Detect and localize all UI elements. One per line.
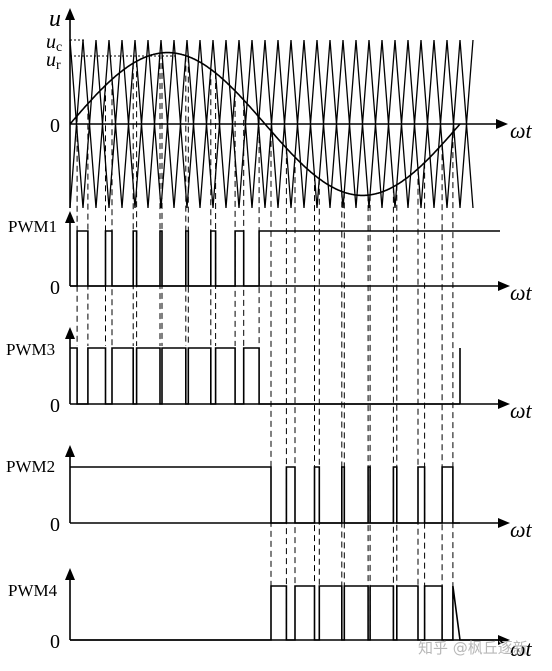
- pwm4-zero-label: 0: [50, 631, 60, 653]
- uc-label: uc: [46, 31, 62, 55]
- pwm2-waveform: [70, 466, 460, 524]
- ur-subscript: r: [56, 58, 61, 73]
- pwm2-x-arrow: [498, 518, 510, 528]
- top-omega-t-label: ωt: [510, 118, 533, 143]
- pwm4-waveform: [70, 585, 500, 641]
- pwm4-label: PWM4: [8, 581, 58, 600]
- pwm4-omega-t-label: ωt: [510, 636, 533, 661]
- pwm1-x-arrow: [498, 281, 510, 291]
- pwm3-y-arrow: [65, 327, 75, 339]
- pwm1-label: PWM1: [8, 217, 57, 236]
- pwm3-omega-t-label: ωt: [510, 398, 533, 423]
- pwm1-y-arrow: [65, 211, 75, 223]
- pwm4-y-arrow: [65, 568, 75, 580]
- uc-subscript: c: [56, 40, 62, 55]
- projection-lines: [76, 52, 454, 640]
- pwm4-panel: PWM4 0 ωt: [8, 568, 533, 661]
- pwm2-label: PWM2: [6, 457, 55, 476]
- pwm1-omega-t-label: ωt: [510, 280, 533, 305]
- pwm3-zero-label: 0: [50, 395, 60, 417]
- pwm2-panel: PWM2 0 ωt: [6, 445, 533, 542]
- pwm3-panel: PWM3 0 ωt: [6, 327, 533, 423]
- watermark: 知乎 @枫丘逐新: [418, 639, 528, 657]
- pwm1-waveform: [70, 230, 500, 287]
- pwm4-x-arrow: [498, 635, 510, 645]
- pwm2-zero-label: 0: [50, 514, 60, 536]
- pwm3-waveform: [70, 347, 461, 405]
- pwm2-omega-t-label: ωt: [510, 517, 533, 542]
- ur-label: ur: [46, 49, 61, 73]
- top-zero-label: 0: [50, 115, 60, 137]
- pwm1-panel: PWM1 0 ωt: [8, 211, 533, 305]
- carrier-inverted: [69, 39, 474, 209]
- triangle-carrier-wave: [69, 39, 474, 209]
- pwm3-label: PWM3: [6, 340, 55, 359]
- pwm1-zero-label: 0: [50, 277, 60, 299]
- top-y-arrow: [65, 8, 75, 20]
- pwm2-y-arrow: [65, 445, 75, 457]
- modulation-panel: u uc ur 0 ωt: [46, 6, 533, 209]
- pwm3-x-arrow: [498, 399, 510, 409]
- top-x-arrow: [496, 119, 508, 129]
- sine-reference-wave: [69, 51, 461, 197]
- u-axis-label: u: [49, 6, 61, 32]
